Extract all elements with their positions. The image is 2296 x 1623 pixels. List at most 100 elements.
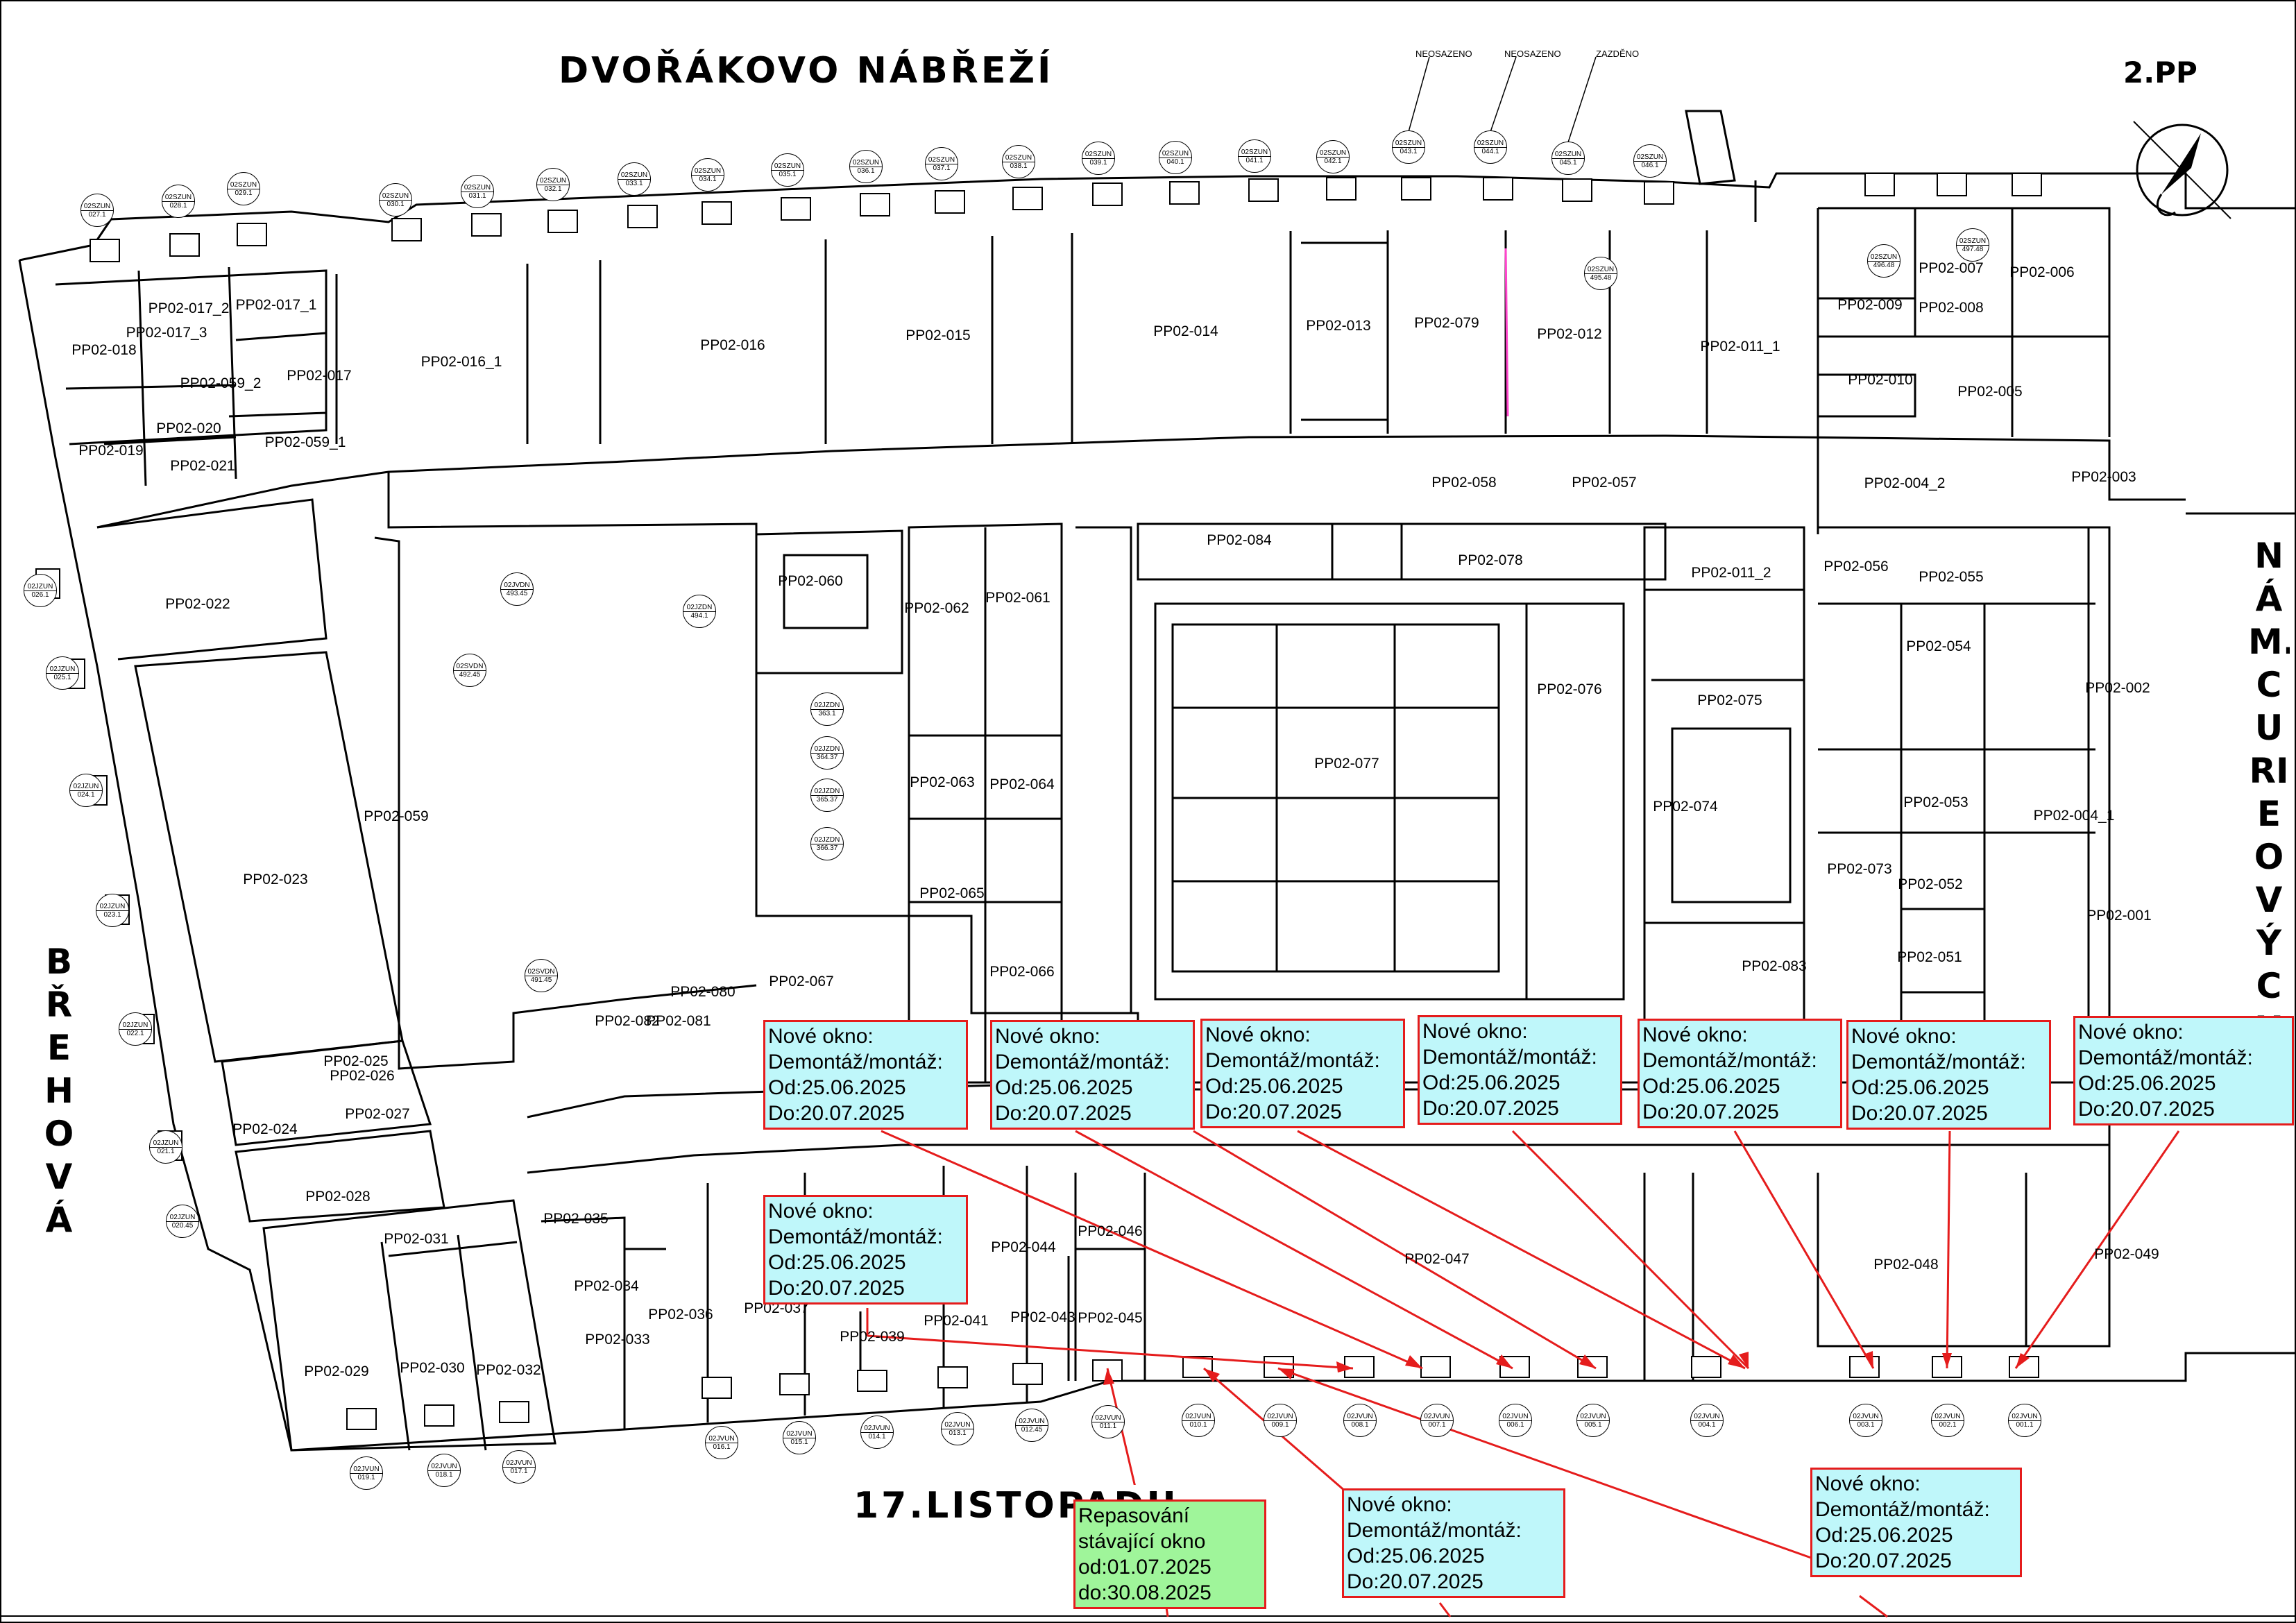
note-line-3: od:01.07.2025 [1078, 1556, 1211, 1579]
neosazeno-label-2: NEOSAZENO [1504, 49, 1561, 59]
note-line-4: do:30.08.2025 [1078, 1581, 1211, 1604]
window-number: 028.1 [162, 201, 194, 210]
room-label: PP02-078 [1458, 552, 1523, 568]
room-label: PP02-005 [1957, 384, 2023, 400]
window-number: 046.1 [1634, 160, 1666, 169]
note-line-1: Nové okno: [1422, 1020, 1528, 1043]
note-line-3: Od:25.06.2025 [1815, 1524, 1953, 1547]
room-label: PP02-059_1 [264, 434, 346, 450]
window-code: 02SZUN [539, 176, 567, 185]
room-label: PP02-057 [1572, 475, 1637, 491]
window-number: 494.1 [683, 611, 715, 620]
room-label: PP02-018 [71, 342, 137, 358]
room-label: PP02-015 [905, 328, 971, 343]
room-label: PP02-082 [595, 1013, 660, 1029]
window-code: 02JVUN [1185, 1412, 1211, 1420]
room-label: PP02-017 [287, 368, 352, 384]
window-code: 02JVUN [1347, 1412, 1373, 1420]
room-label: PP02-016_1 [420, 354, 502, 370]
window-number: 030.1 [380, 199, 411, 208]
window-code: 02JZUN [73, 782, 99, 790]
room-label: PP02-043 [1010, 1309, 1075, 1325]
room-label: PP02-076 [1537, 681, 1602, 697]
room-label: PP02-007 [1919, 260, 1984, 276]
room-label: PP02-032 [476, 1362, 541, 1378]
room-label: PP02-073 [1827, 861, 1892, 877]
room-label: PP02-051 [1897, 949, 1962, 965]
room-label: PP02-079 [1414, 315, 1479, 331]
room-label: PP02-009 [1837, 297, 1903, 313]
note-line-1: Nové okno: [1851, 1025, 1957, 1048]
window-code: 02SZUN [464, 183, 491, 192]
window-number: 365.37 [811, 794, 843, 804]
window-number: 023.1 [96, 910, 128, 919]
room-label: PP02-010 [1848, 372, 1913, 388]
room-label: PP02-049 [2094, 1246, 2159, 1262]
window-number: 002.1 [1932, 1420, 1964, 1429]
window-number: 032.1 [537, 184, 569, 193]
note-line-1: Nové okno: [995, 1025, 1100, 1048]
window-number: 001.1 [2009, 1420, 2041, 1429]
window-number: 029.1 [228, 188, 260, 197]
room-label: PP02-028 [305, 1189, 371, 1205]
room-label: PP02-039 [840, 1329, 905, 1345]
window-number: 035.1 [772, 169, 803, 178]
window-number: 005.1 [1577, 1420, 1609, 1429]
room-label: PP02-012 [1537, 326, 1602, 342]
room-label: PP02-058 [1431, 475, 1497, 491]
note-line-2: Demontáž/montáž: [995, 1051, 1170, 1073]
room-label: PP02-006 [2009, 264, 2075, 280]
window-number: 016.1 [706, 1442, 738, 1451]
note-line-2: Demontáž/montáž: [1851, 1051, 2026, 1073]
window-code: 02SZUN [83, 202, 111, 210]
room-label: PP02-033 [585, 1332, 650, 1348]
room-label: PP02-014 [1153, 323, 1218, 339]
window-code: 02SZUN [382, 192, 409, 200]
room-label: PP02-063 [910, 774, 975, 790]
window-code: 02JZDN [814, 701, 840, 709]
window-code: 02JVUN [1267, 1412, 1293, 1420]
window-number: 036.1 [850, 166, 882, 175]
note-line-3: Od:25.06.2025 [1642, 1075, 1780, 1098]
window-code: 02JVUN [1934, 1412, 1961, 1420]
window-number: 031.1 [461, 191, 493, 200]
room-label: PP02-016 [700, 337, 765, 353]
window-code: 02SVDN [527, 967, 555, 976]
window-code: 02SVDN [456, 662, 484, 670]
street-top-label: DVOŘÁKOVO NÁBŘEŽÍ [559, 50, 1054, 92]
window-code: 02JZDN [814, 835, 840, 844]
window-code: 02JZUN [153, 1139, 179, 1147]
note-line-4: Do:20.07.2025 [768, 1277, 905, 1300]
north-arrow-icon [2133, 121, 2231, 219]
floor-label: 2.PP [2123, 56, 2197, 90]
room-label: PP02-002 [2085, 680, 2150, 696]
room-label: PP02-053 [1903, 794, 1968, 810]
room-label: PP02-077 [1314, 756, 1379, 772]
window-number: 043.1 [1393, 146, 1425, 155]
window-code: 02SZUN [1085, 150, 1112, 158]
window-number: 497.48 [1957, 244, 1989, 253]
note-line-4: Do:20.07.2025 [1422, 1097, 1559, 1120]
room-label: PP02-047 [1404, 1251, 1470, 1267]
room-label: PP02-046 [1078, 1223, 1143, 1239]
room-label: PP02-084 [1207, 532, 1272, 548]
room-label: PP02-011_1 [1700, 339, 1780, 355]
window-code: 02SZUN [774, 162, 801, 170]
room-label: PP02-020 [156, 420, 221, 436]
note-line-2: Demontáž/montáž: [1642, 1049, 1817, 1072]
